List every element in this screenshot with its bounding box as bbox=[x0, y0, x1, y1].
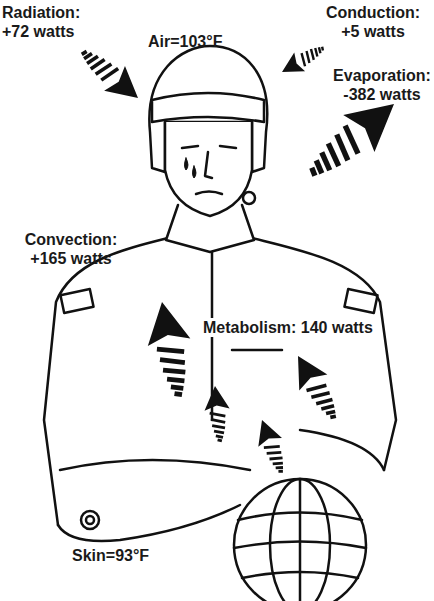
heat-flow-label: Air=103°F bbox=[148, 32, 222, 51]
fan-globe bbox=[234, 479, 366, 601]
heat-flow-label: Radiation: +72 watts bbox=[2, 3, 86, 41]
helmet-head bbox=[149, 46, 267, 216]
jacket bbox=[44, 238, 396, 541]
heat-flow-label: Evaporation: -382 watts bbox=[330, 66, 434, 104]
heat-arrows bbox=[73, 39, 409, 476]
heat-flow-label: Skin=93°F bbox=[72, 546, 149, 565]
heat-flow-label: Conduction: +5 watts bbox=[318, 3, 428, 41]
heat-flow-label: Convection: +165 watts bbox=[18, 230, 124, 268]
heat-flow-label: Metabolism: 140 watts bbox=[203, 318, 373, 337]
